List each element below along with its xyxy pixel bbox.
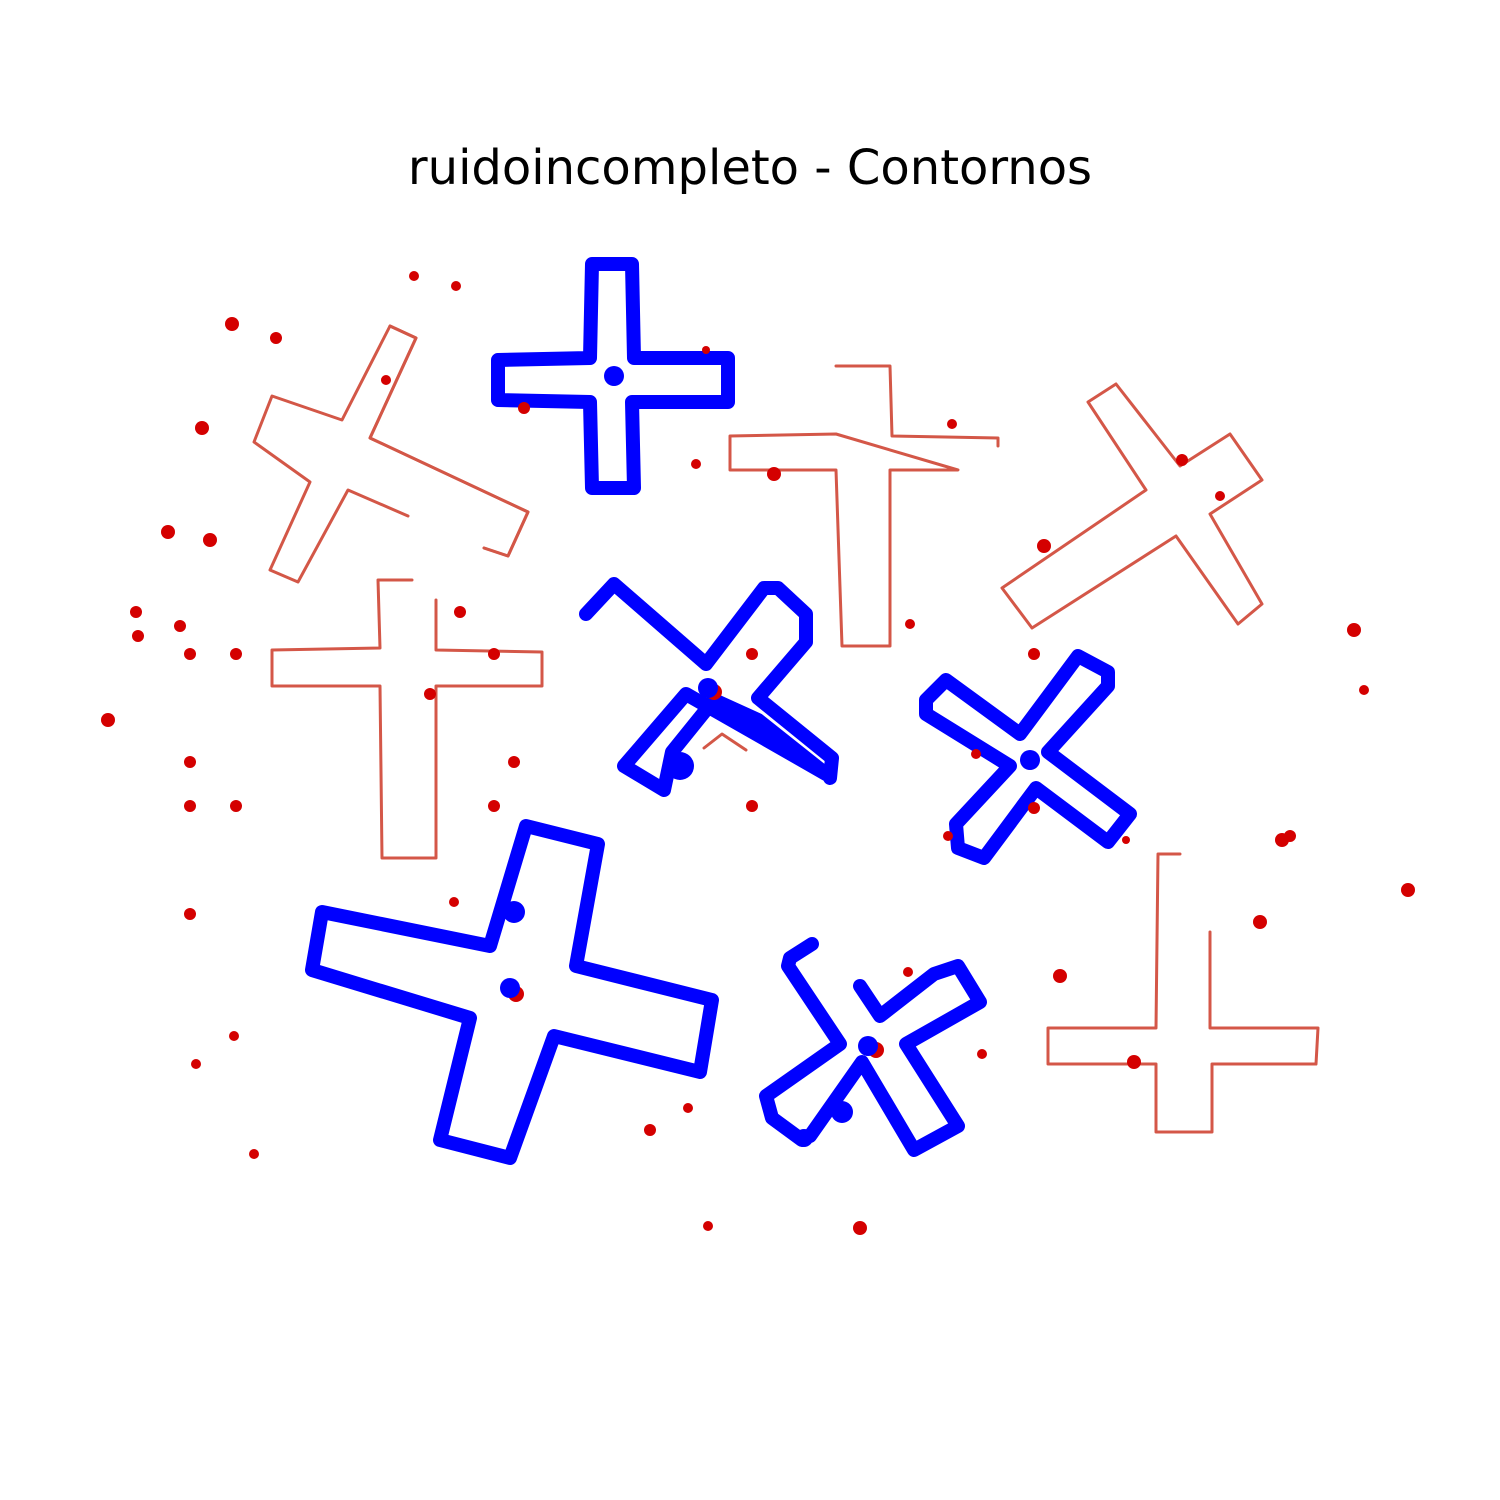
noise-dot-35 (230, 800, 242, 812)
blue-contour-cross-large (305, 819, 719, 1165)
blob-blue-b (503, 901, 525, 923)
noise-dot-8 (195, 421, 209, 435)
noise-dot-54 (644, 1124, 656, 1136)
noise-dot-49 (229, 1031, 239, 1041)
noise-dot-34 (184, 800, 196, 812)
noise-dot-5 (381, 375, 391, 385)
noise-dot-10 (691, 459, 701, 469)
noise-dot-7 (518, 402, 530, 414)
noise-dot-48 (1053, 969, 1067, 983)
red-outline-cross-bottom-right (1046, 852, 1320, 1134)
noise-dot-27 (1028, 648, 1040, 660)
noise-dot-47 (903, 967, 913, 977)
red-outline-cross-left-middle (270, 578, 544, 860)
centroid-blue-2 (604, 366, 624, 386)
noise-dot-21 (905, 619, 915, 629)
red-outline-cross-top-left-body (252, 324, 530, 584)
figure-title: ruidoincompleto - Contornos (408, 140, 1092, 196)
noise-dot-17 (130, 606, 142, 618)
noise-dot-46 (1253, 915, 1267, 929)
red-outline-cross-top-center (728, 364, 1000, 648)
noise-dot-12 (1176, 454, 1188, 466)
noise-dot-25 (488, 648, 500, 660)
centroid-blue-4 (500, 978, 520, 998)
centroid-blue-5 (858, 1036, 878, 1056)
noise-dot-18 (454, 606, 466, 618)
noise-dot-43 (1401, 883, 1415, 897)
noise-dot-4 (270, 332, 282, 344)
noise-dot-36 (488, 800, 500, 812)
noise-dot-50 (977, 1049, 987, 1059)
noise-dot-30 (101, 713, 115, 727)
noise-dot-52 (1127, 1055, 1141, 1069)
noise-dot-53 (683, 1103, 693, 1113)
noise-dot-26 (746, 648, 758, 660)
blob-blue-c (831, 1101, 853, 1123)
noise-dot-23 (184, 648, 196, 660)
red-shape-outlines (252, 324, 1320, 1134)
centroid-markers (500, 366, 1040, 1147)
noise-dot-22 (1347, 623, 1361, 637)
blob-blue-d (795, 1129, 813, 1147)
noise-dot-29 (1359, 685, 1369, 695)
noise-dot-24 (230, 648, 242, 660)
noise-dot-55 (249, 1149, 259, 1159)
blob-blue-a (666, 752, 694, 780)
blue-contour-x-right (919, 649, 1137, 865)
red-outline-cross-top-right (1000, 382, 1264, 630)
noise-dot-32 (508, 756, 520, 768)
noise-dot-16 (1037, 539, 1051, 553)
noise-dot-38 (1028, 802, 1040, 814)
noise-dot-20 (174, 620, 186, 632)
noise-dot-14 (161, 525, 175, 539)
noise-dots (101, 271, 1415, 1235)
noise-dot-51 (191, 1059, 201, 1069)
noise-dot-37 (746, 800, 758, 812)
noise-dot-6 (702, 346, 710, 354)
noise-dot-44 (449, 897, 459, 907)
noise-dot-33 (971, 749, 981, 759)
blue-contour-x-bottom (759, 937, 987, 1157)
noise-dot-1 (409, 271, 419, 281)
image-area (101, 257, 1415, 1235)
noise-dot-3 (225, 317, 239, 331)
noise-dot-56 (703, 1221, 713, 1231)
noise-dot-40 (1122, 836, 1130, 844)
noise-dot-19 (132, 630, 144, 642)
centroid-blue-1 (698, 678, 718, 698)
noise-dot-13 (1215, 491, 1225, 501)
red-outline-fragment (702, 732, 748, 752)
noise-dot-2 (451, 281, 461, 291)
noise-dot-11 (767, 467, 781, 481)
noise-dot-28 (424, 688, 436, 700)
noise-dot-39 (943, 831, 953, 841)
noise-dot-9 (947, 419, 957, 429)
noise-dot-57 (853, 1221, 867, 1235)
noise-dot-45 (184, 908, 196, 920)
noise-dot-15 (203, 533, 217, 547)
noise-dot-31 (184, 756, 196, 768)
centroid-blue-3 (1020, 750, 1040, 770)
blue-contour-plus-top (491, 257, 735, 495)
noise-dot-42 (1284, 830, 1296, 842)
